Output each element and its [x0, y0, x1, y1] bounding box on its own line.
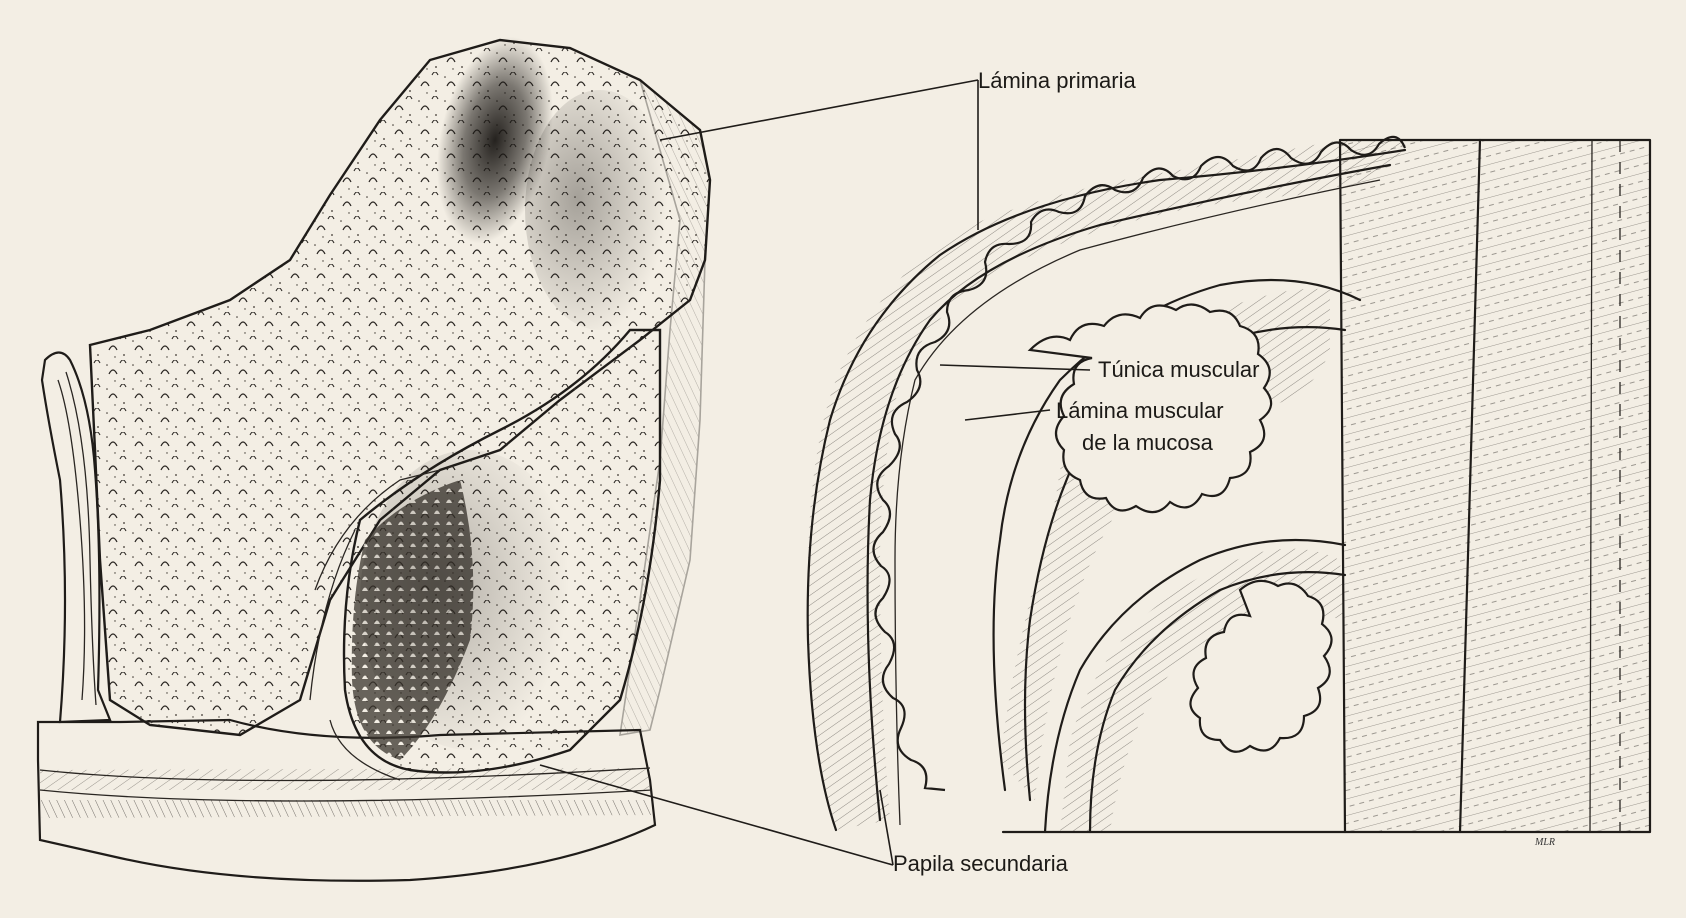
label-papila-secundaria: Papila secundaria — [893, 851, 1069, 876]
label-lamina-muscular-line2: de la mucosa — [1082, 430, 1214, 455]
label-lamina-primaria: Lámina primaria — [978, 68, 1136, 93]
label-tunica-muscular: Túnica muscular — [1098, 357, 1259, 382]
cross-section — [808, 137, 1650, 832]
lamina-primaria-block — [38, 26, 710, 881]
artist-signature: MLR — [1534, 837, 1555, 848]
label-lamina-muscular-line1: Lámina muscular — [1056, 398, 1224, 423]
